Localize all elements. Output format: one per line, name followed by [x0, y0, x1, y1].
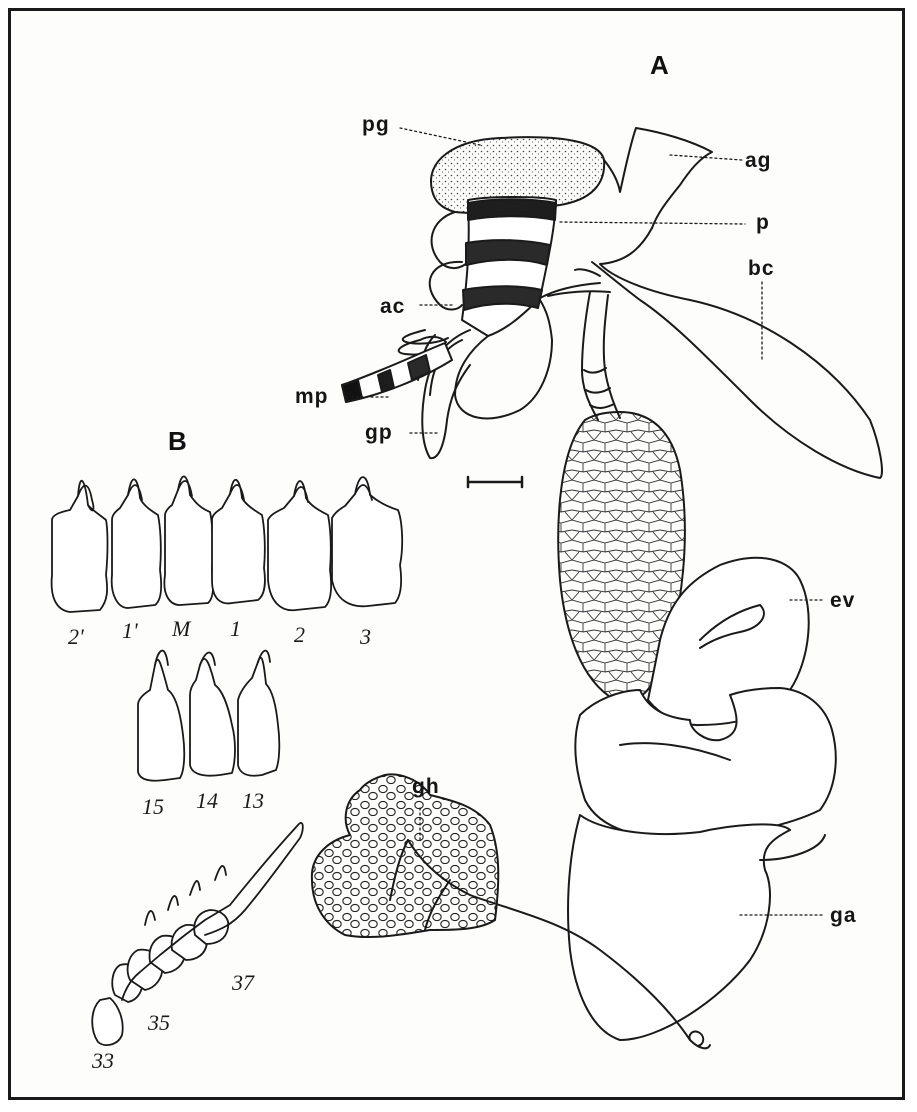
albumen-gland [604, 128, 712, 228]
tooth-number: 1 [230, 618, 241, 640]
tooth-number: 33 [92, 1050, 114, 1072]
label-ga: ga [830, 905, 857, 926]
label-bc: bc [748, 258, 775, 279]
radula-row-1 [52, 476, 403, 612]
penis-sheath [432, 212, 468, 268]
panel-label-b: B [168, 428, 187, 454]
label-ag: ag [745, 150, 772, 171]
atrium [430, 262, 462, 310]
scale-bar [468, 477, 522, 487]
tooth-number: 15 [142, 796, 164, 818]
label-ac: ac [380, 296, 405, 317]
hermaphrodite-gland [312, 774, 498, 937]
tooth-number: 35 [148, 1012, 170, 1034]
tooth-number: 37 [232, 972, 254, 994]
albumen-lobe [568, 815, 790, 1040]
tooth-number: 1' [122, 620, 138, 642]
radula-row-2 [138, 651, 279, 781]
label-mp: mp [295, 386, 329, 407]
tooth-number: 2' [68, 626, 84, 648]
tooth-number: 13 [242, 790, 264, 812]
label-p: p [756, 212, 770, 233]
radula-row-3 [92, 823, 303, 1045]
label-gh: gh [412, 776, 440, 797]
tooth-number: 3 [360, 626, 371, 648]
oviduct [582, 292, 620, 420]
label-gp: gp [365, 422, 393, 443]
label-pg: pg [362, 114, 390, 135]
tooth-number: 2 [294, 624, 305, 646]
panel-label-a: A [650, 52, 669, 78]
tooth-number: M [172, 618, 190, 640]
label-ev: ev [830, 590, 855, 611]
tooth-number: 14 [196, 790, 218, 812]
